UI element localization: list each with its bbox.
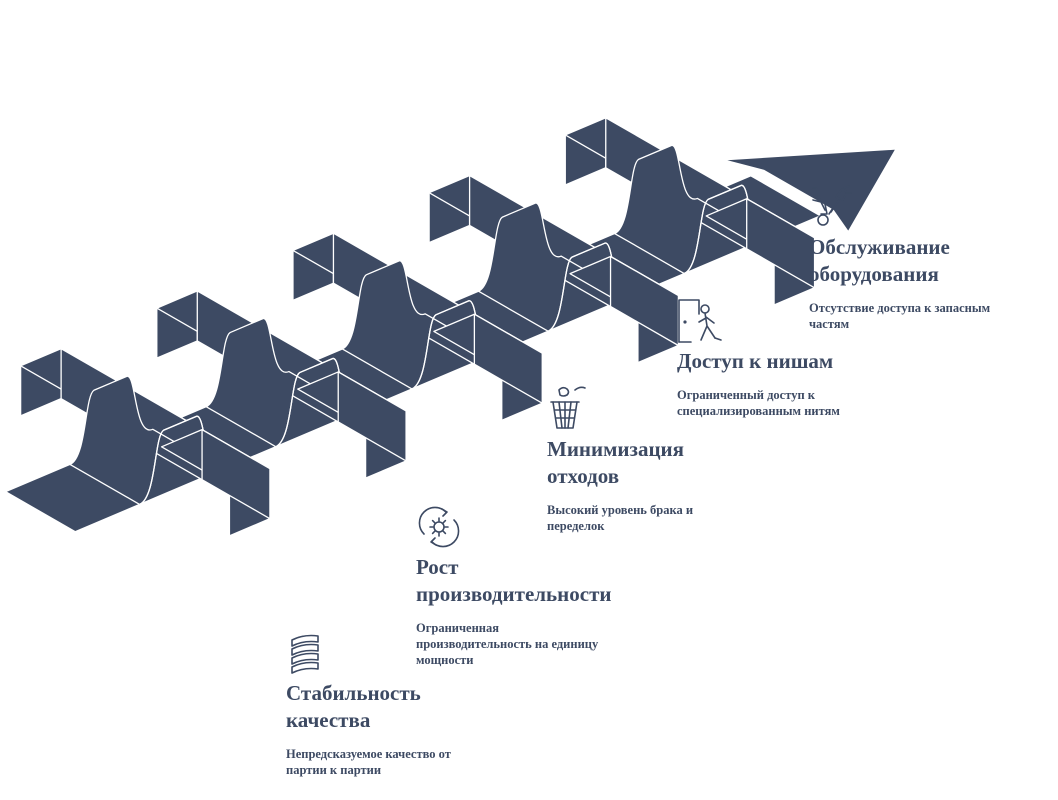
step-waste-minimization: Минимизация отходов Высокий уровень брака… <box>547 386 737 534</box>
step-niche-access: Доступ к нишам Ограниченный доступ к спец… <box>677 298 887 419</box>
step-title-line1: Обслуживание <box>809 235 950 259</box>
step-title-line1: Рост <box>416 555 459 579</box>
block-end-front-1 <box>201 429 271 520</box>
step-desc-line2: переделок <box>547 519 605 533</box>
step-title-line2: отходов <box>547 464 620 488</box>
block-end-front-4 <box>609 255 680 347</box>
step-quality-stability: Стабильность качества Непредсказуемое кач… <box>286 630 486 778</box>
step-desc-line1: Непредсказуемое качество от <box>286 747 451 761</box>
step-desc-line1: Высокий уровень брака и <box>547 503 694 517</box>
step-title-line2: качества <box>286 708 371 732</box>
step-equipment-maintenance: Обслуживание оборудования Отсутствие дост… <box>809 184 1024 332</box>
step-title-line1: Минимизация <box>547 437 685 461</box>
step-desc-line2: частям <box>809 317 850 331</box>
step-productivity-growth: Рост производительности Ограниченная произ… <box>416 504 646 668</box>
block-end-front-3 <box>473 313 543 404</box>
step-desc-line2: производительность на единицу <box>416 637 599 651</box>
door-person-icon <box>678 299 722 343</box>
step-desc-line1: Ограниченная <box>416 621 500 635</box>
arrow-head <box>722 148 897 233</box>
gear-cycle-icon <box>418 506 460 548</box>
step-desc-line3: мощности <box>416 653 474 667</box>
ribbon-arrow <box>4 117 897 537</box>
step-title-line1: Стабильность <box>286 681 421 705</box>
step-desc-line1: Отсутствие доступа к запасным <box>809 301 991 315</box>
waste-basket-icon <box>550 386 586 429</box>
step-desc-line2: партии к партии <box>286 763 382 777</box>
layers-icon <box>291 634 319 674</box>
block-end-front-5 <box>746 198 816 289</box>
tools-icon <box>812 185 852 226</box>
step-desc-line1: Ограниченный доступ к <box>677 388 815 402</box>
step-title-line2: производительности <box>416 582 612 606</box>
step-title-line1: Доступ к нишам <box>677 349 834 373</box>
step-title-line2: оборудования <box>809 262 939 286</box>
step-desc-line2: специализированным нитям <box>677 404 840 418</box>
block-end-front-2 <box>337 371 407 462</box>
